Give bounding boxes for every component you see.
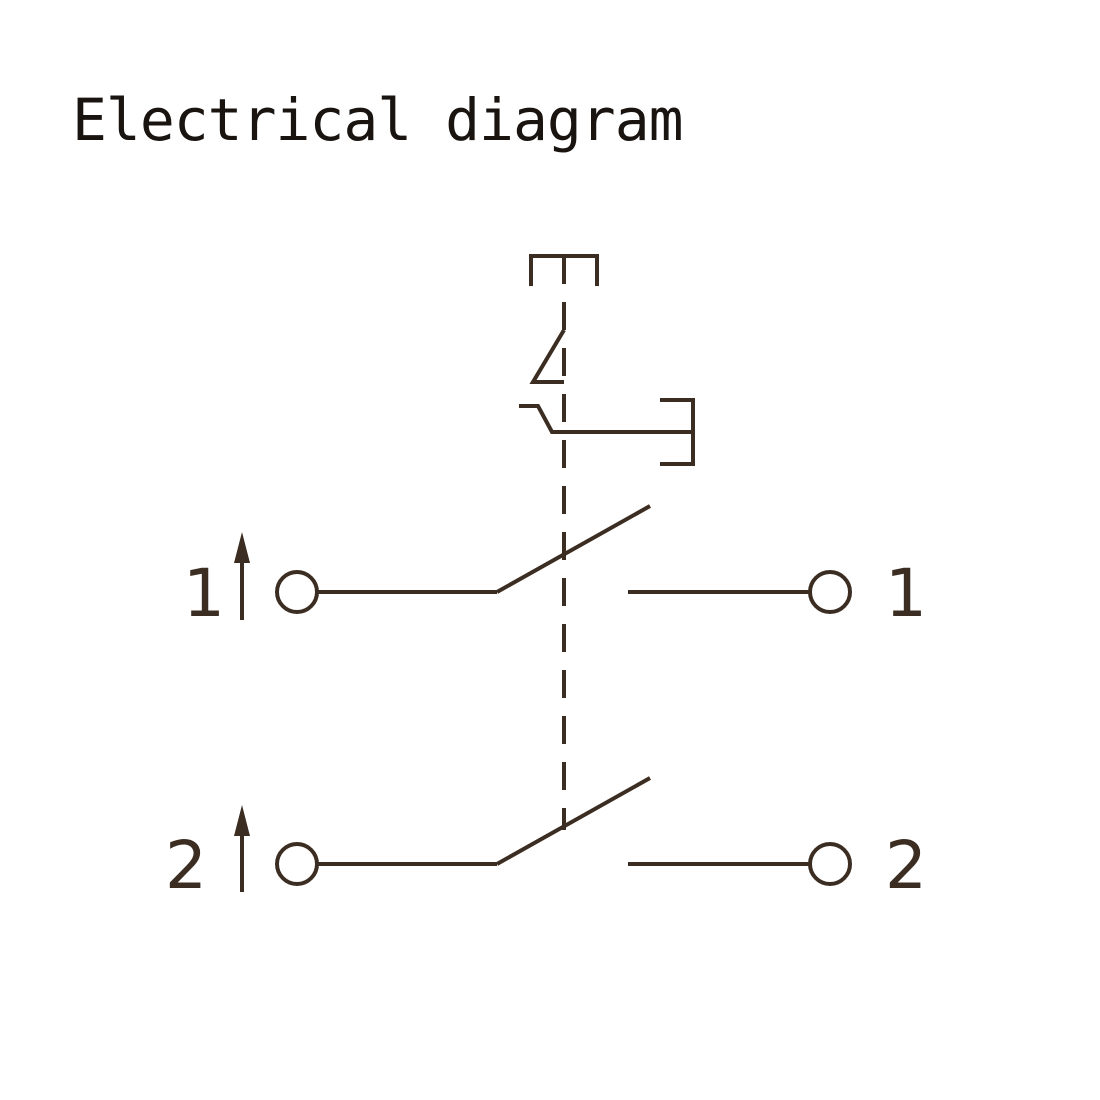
contact-2-blade xyxy=(496,776,651,866)
terminal-2-left xyxy=(275,842,319,886)
contact-1-blade xyxy=(496,504,651,594)
arrow-up-2-icon xyxy=(234,805,250,836)
terminal-1-right xyxy=(808,570,852,614)
latch-bracket xyxy=(660,398,695,466)
terminal-label-1-left: 1 xyxy=(183,555,225,632)
page-title: Electrical diagram xyxy=(72,86,684,154)
latch-actuator-symbol xyxy=(519,404,693,434)
terminal-2-right xyxy=(808,842,852,886)
terminal-1-left xyxy=(275,570,319,614)
arrow-up-1-icon xyxy=(234,532,250,563)
spring-return-symbol xyxy=(529,328,566,384)
terminal-label-2-left: 2 xyxy=(165,827,207,904)
terminal-label-1-right: 1 xyxy=(885,555,927,632)
terminal-label-2-right: 2 xyxy=(885,827,927,904)
